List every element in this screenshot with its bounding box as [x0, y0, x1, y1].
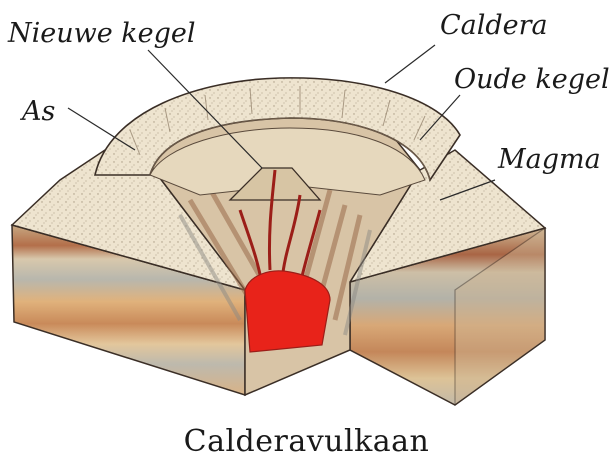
label-new-cone: Nieuwe kegel	[8, 20, 196, 47]
label-magma: Magma	[498, 146, 601, 173]
label-caldera: Caldera	[440, 12, 548, 39]
label-ash: As	[22, 98, 55, 125]
diagram-title: Calderavulkaan	[0, 424, 613, 459]
label-old-cone: Oude kegel	[454, 66, 610, 93]
magma-chamber	[245, 271, 330, 352]
